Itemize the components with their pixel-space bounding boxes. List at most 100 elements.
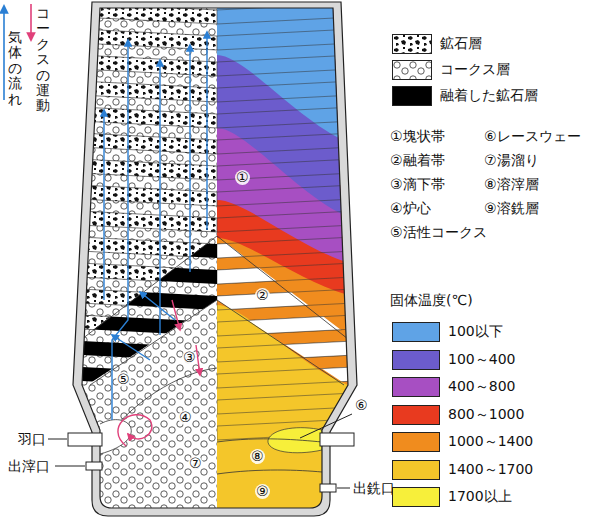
layer-line (217, 314, 374, 336)
layer-line (217, 366, 374, 388)
layer-line (217, 184, 374, 206)
fused-ore-layer (60, 28, 217, 50)
legend-text: 融着した鉱石層 (440, 87, 538, 104)
legend-text: 鉱石層 (440, 35, 482, 52)
tuyere (68, 433, 102, 446)
layer-line (217, 262, 374, 284)
flow-caption: 気体の流れ (8, 30, 22, 107)
fused-ore-layer (60, 80, 217, 102)
cohesive-stripe (217, 184, 374, 206)
gas-flow-arrow (189, 45, 190, 272)
ore-layer (60, 106, 217, 128)
legend-text: 1400～1700 (448, 461, 533, 478)
slag-tap-hole (86, 462, 102, 470)
iron-tap-hole (320, 484, 336, 492)
gas-flow-arrow (159, 60, 160, 335)
callout-number: ② (255, 288, 270, 303)
flow-caption: コークスの運動 (36, 6, 50, 114)
cohesive-stripe (217, 262, 374, 284)
cohesive-stripe (217, 54, 374, 76)
ore-layer (60, 54, 217, 76)
iron-boundary (217, 470, 322, 474)
fused-ore-layer (60, 184, 217, 206)
legend-pattern-fill (393, 35, 432, 54)
ore-layer (60, 210, 217, 232)
zone-key: ①塊状帯 (390, 128, 445, 145)
legend-pattern (393, 35, 432, 54)
legend-swatch (392, 86, 432, 106)
coke-motion-arrow (30, 4, 32, 40)
cohesive-stripe (217, 132, 374, 154)
legend-swatch (392, 34, 432, 54)
ore-layer (60, 262, 217, 284)
fused-ore-layer (60, 288, 217, 310)
slag-boundary (217, 439, 322, 442)
callout-number: ① (235, 170, 250, 185)
cohesive-stripe (217, 366, 374, 388)
gas-flow-arrow (206, 32, 207, 230)
temperature-region (217, 0, 380, 392)
legend-swatch (392, 350, 440, 370)
part-label: 出銑口 (353, 480, 395, 497)
cohesive-zone-outline (82, 236, 348, 339)
fused-ore-layer (60, 392, 217, 414)
ore-layer (60, 2, 217, 24)
layer-line (217, 106, 374, 128)
layer-line (217, 54, 374, 76)
ore-layer (60, 28, 217, 50)
layer-line (217, 2, 374, 24)
ore-layer (60, 132, 217, 154)
cohesive-stripe (217, 210, 374, 232)
coke-motion-arrow (172, 300, 180, 330)
callout-number: ④ (178, 410, 193, 425)
zone-key: ⑨溶銑層 (484, 200, 539, 217)
leader-line (337, 488, 350, 489)
coke-bed (30, 0, 220, 521)
gas-flow-arrow (140, 292, 175, 320)
callout-number: ⑧ (250, 449, 265, 464)
cohesive-stripe (217, 2, 374, 24)
zone-key: ②融着帯 (390, 152, 445, 169)
ore-layer (60, 288, 217, 310)
part-label: 羽口 (18, 431, 46, 448)
fused-ore-layer (60, 2, 217, 24)
layer-line (217, 340, 374, 362)
ore-layer (60, 80, 217, 102)
cohesive-stripe (217, 106, 374, 128)
legend-pattern-fill (393, 61, 432, 80)
leader-line (48, 439, 67, 440)
coke-motion-arrow (196, 345, 200, 375)
leader-line (55, 466, 85, 467)
gas-flow-arrow (112, 335, 150, 360)
cohesive-stripe (217, 340, 374, 362)
callout-number: ⑤ (116, 372, 131, 387)
furnace-inner-wall (82, 8, 348, 508)
legend-pattern (393, 61, 432, 80)
legend-text: 800～1000 (448, 406, 524, 423)
tuyere (320, 433, 354, 446)
ore-layer (60, 366, 217, 388)
temperature-region (217, 0, 380, 150)
fused-ore-layer (60, 54, 217, 76)
legend-text: 100～400 (448, 351, 515, 368)
callout-number: ⑨ (255, 484, 270, 499)
legend-text: コークス層 (440, 61, 510, 78)
zone-key: ⑥レースウェー (484, 128, 581, 145)
fused-ore-layer (60, 210, 217, 232)
zone-key: ⑧溶滓層 (484, 176, 539, 193)
callout-number: ⑦ (188, 456, 203, 471)
coke-motion-arrow (118, 415, 152, 446)
cohesive-stripe (217, 392, 374, 414)
layer-line (217, 132, 374, 154)
legend-swatch (392, 460, 440, 480)
legend-swatch (392, 432, 440, 452)
legend-text: 1700以上 (448, 488, 512, 505)
temperature-region (217, 0, 380, 225)
fused-ore-layer (60, 262, 217, 284)
legend-heading: 固体温度(℃) (390, 292, 473, 309)
deadman-boundary (100, 368, 217, 446)
legend-swatch (392, 322, 440, 342)
legend-swatch (392, 487, 440, 507)
ore-layer (60, 236, 217, 258)
ore-layer (60, 184, 217, 206)
